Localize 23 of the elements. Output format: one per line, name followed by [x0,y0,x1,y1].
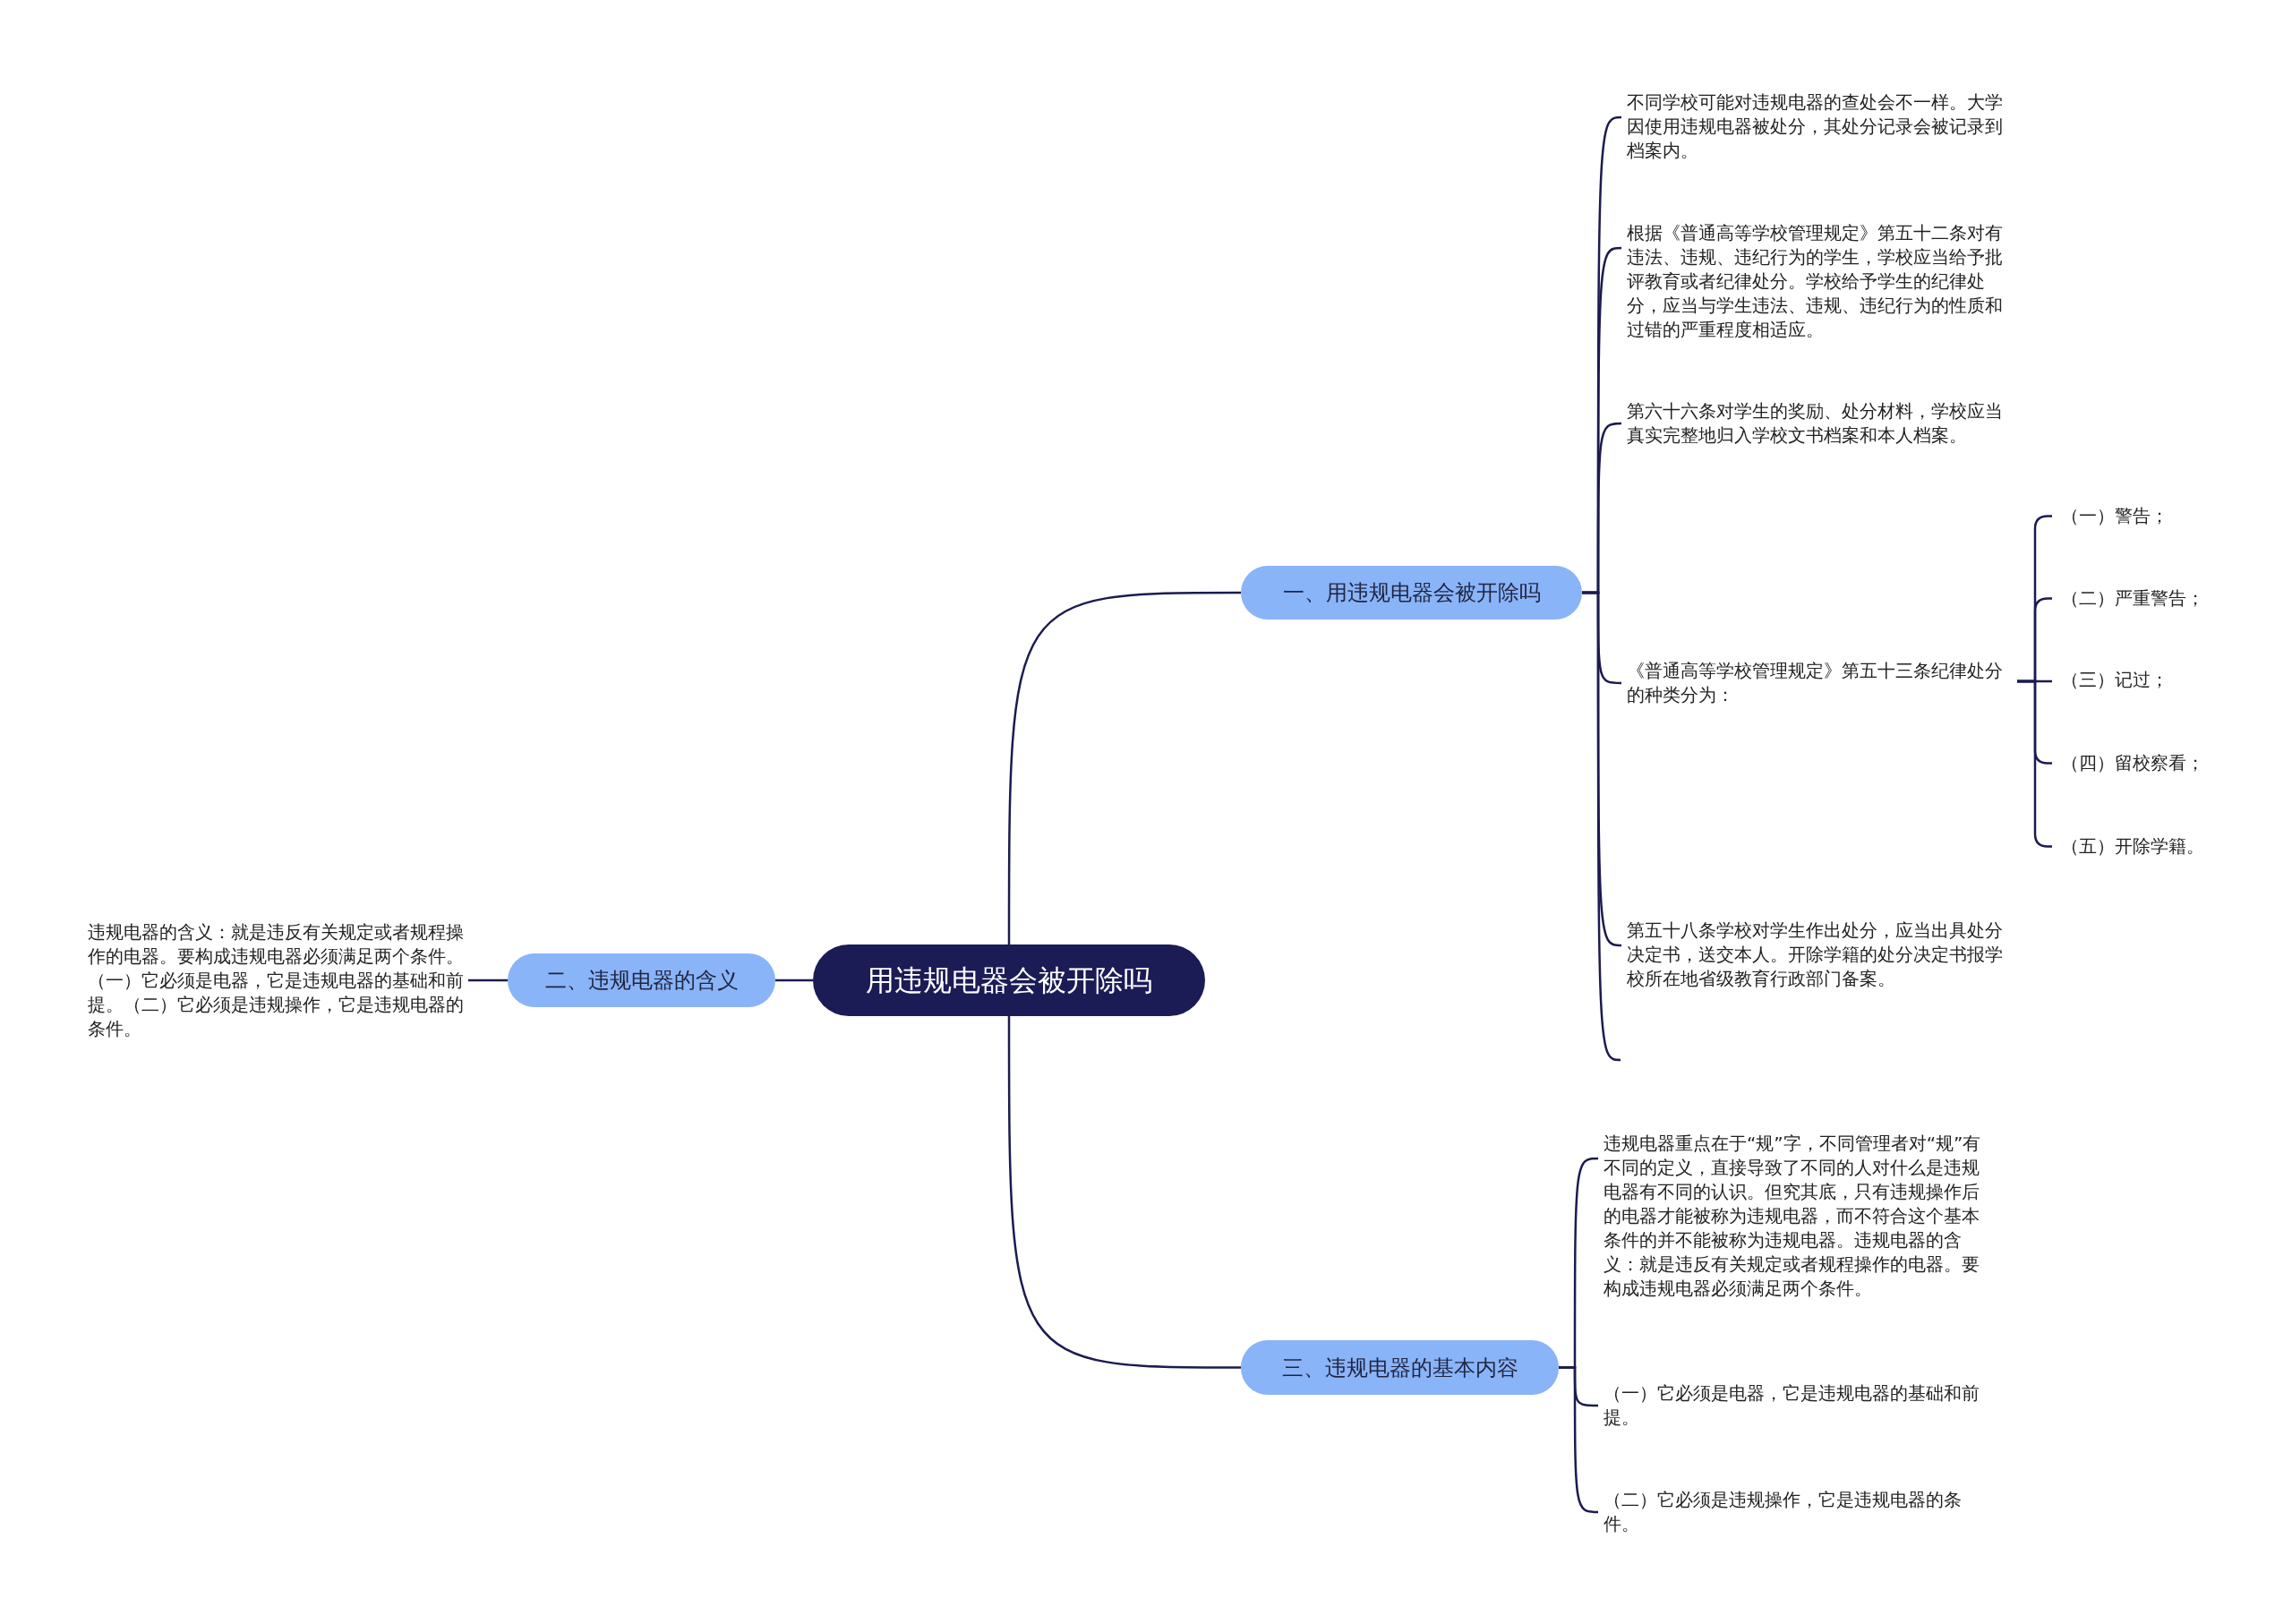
note-text: （一）它必须是电器，它是违规电器的基础和前提。 [1604,1381,1984,1430]
connector-line [775,979,813,982]
topic-pill: 三、违规电器的基本内容 [1241,1340,1559,1395]
list-item-text: （三）记过； [2061,668,2168,692]
topic-pill: 二、违规电器的含义 [508,953,775,1007]
note-text: 根据《普通高等学校管理规定》第五十二条对有违法、违规、违纪行为的学生，学校应当给予批评教育或者纪律处分。学校给予学生的纪律处分，应当与学生违法、违规、违纪行为的性质和过错的严重程度相适应。 [1627,221,2012,342]
list-item-text: （二）严重警告； [2061,586,2204,611]
list-item-text: （一）警告； [2061,504,2168,528]
note-text: 第五十八条学校对学生作出处分，应当出具处分决定书，送交本人。开除学籍的处分决定书报学校所在地省级教育行政部门备案。 [1627,919,2012,991]
note-text: 第六十六条对学生的奖励、处分材料，学校应当真实完整地归入学校文书档案和本人档案。 [1627,399,2012,448]
note-text: （二）它必须是违规操作，它是违规电器的条件。 [1604,1488,1984,1536]
topic-pill: 一、用违规电器会被开除吗 [1241,566,1582,620]
note-text: 违规电器的含义：就是违反有关规定或者规程操作的电器。要构成违规电器必须满足两个条件。（一）它必须是电器，它是违规电器的基础和前提。（二）它必须是违规操作，它是违规电器的条件。 [88,920,468,1041]
connector-line [1582,591,1621,1062]
connector-line [1007,1016,1241,1369]
note-text: 《普通高等学校管理规定》第五十三条纪律处分的种类分为： [1627,659,2012,707]
central-topic: 用违规电器会被开除吗 [813,944,1205,1016]
list-item-text: （五）开除学籍。 [2061,834,2204,859]
note-text: 违规电器重点在于“规”字，不同管理者对“规”有不同的定义，直接导致了不同的人对什么是违规电器有不同的认识。但究其底，只有违规操作后的电器才能被称为违规电器，而不符合这个基本条件的并不能被称为违规电器。违规电器的含义：就是违反有关规定或者规程操作的电器。要构成违规电器必须满足两个条件。 [1604,1132,1984,1301]
connector-line [1007,591,1241,944]
note-text: 不同学校可能对违规电器的查处会不一样。大学因使用违规电器被处分，其处分记录会被记录到档案内。 [1627,90,2012,163]
connector-line [468,979,508,982]
list-item-text: （四）留校察看； [2061,751,2204,775]
